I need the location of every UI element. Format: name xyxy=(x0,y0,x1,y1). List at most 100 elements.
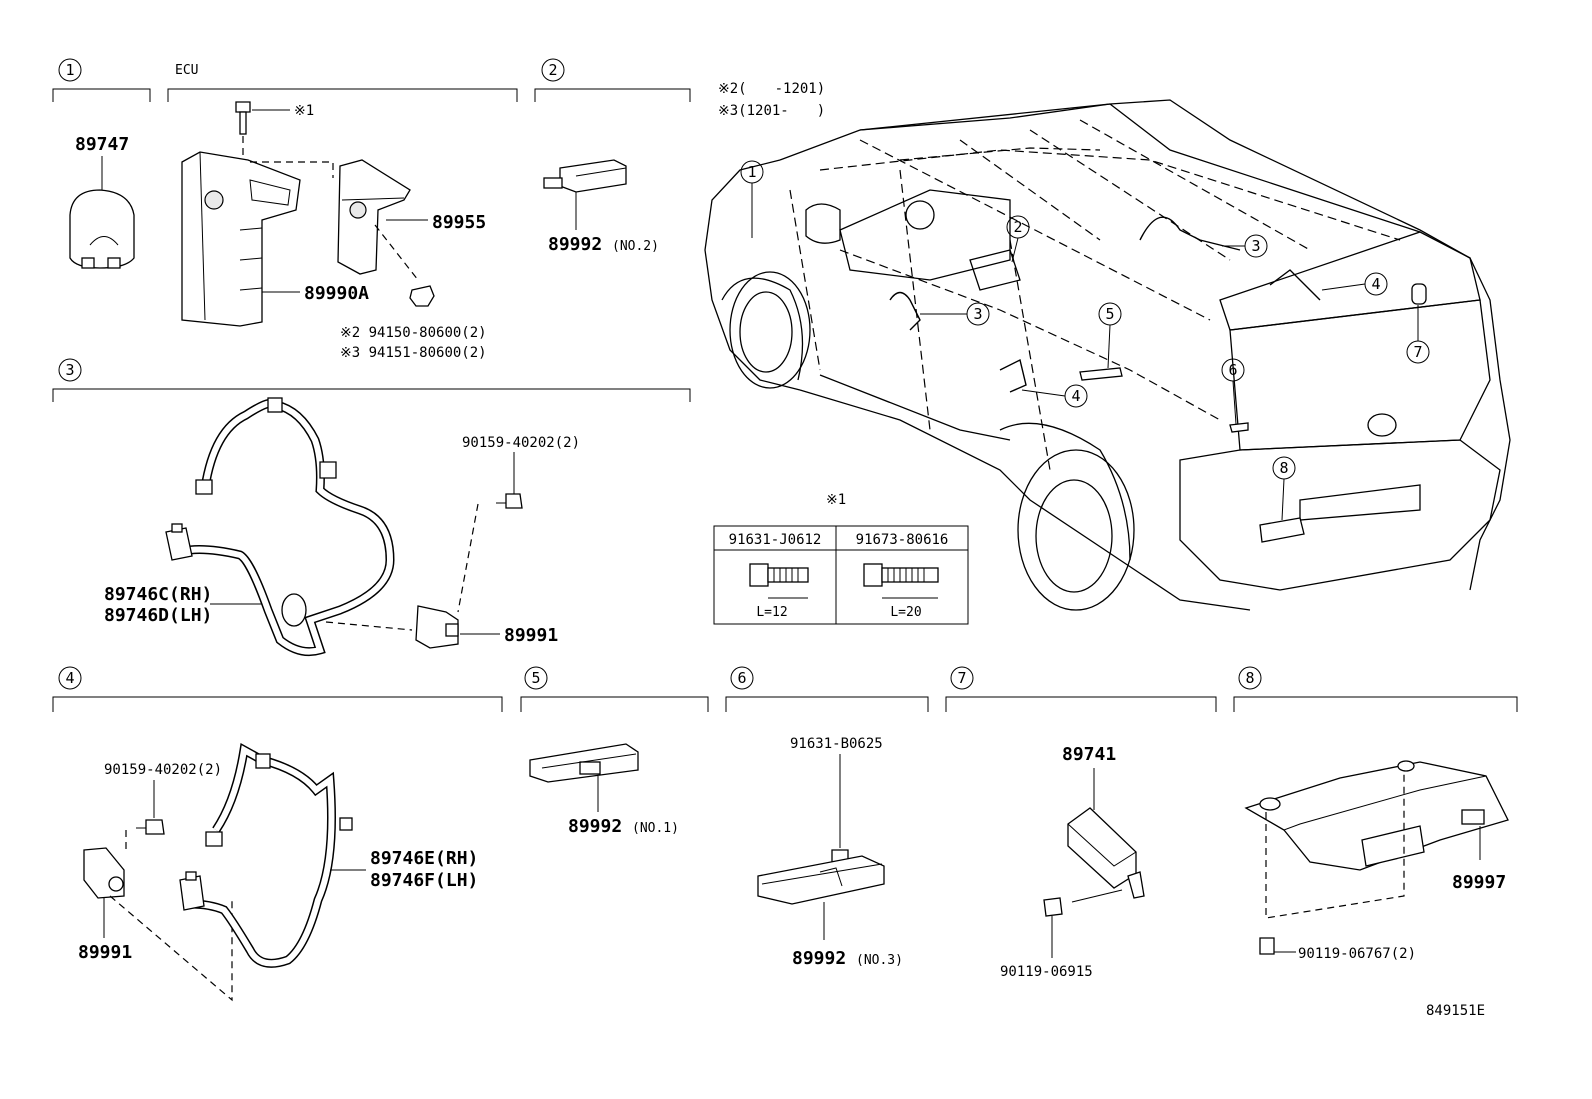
section-marker-7 xyxy=(950,666,974,690)
part-label-89747: 89747 xyxy=(75,134,129,155)
vehicle-callout-2: 2 xyxy=(1006,215,1030,263)
vehicle-callout-4a: 4 xyxy=(1321,272,1388,296)
svg-text:3: 3 xyxy=(973,305,982,323)
clip-drawing xyxy=(409,285,435,307)
bolt-l20-drawing xyxy=(863,563,939,599)
part-label-89990a: 89990A xyxy=(304,283,369,304)
bolt-table-part-1: 91631-J0612 xyxy=(729,532,822,548)
bolt-table-length-1: L=12 xyxy=(756,605,787,620)
part-label-89746f-lh: 89746F(LH) xyxy=(370,870,478,891)
section-number-5: 5 xyxy=(531,669,540,687)
section-8: 8 89997 90119-06767(2) xyxy=(1233,666,1518,962)
part-label-89741: 89741 xyxy=(1062,744,1116,765)
bolt-l12-drawing xyxy=(749,563,809,599)
section-number-2: 2 xyxy=(548,61,557,79)
bolt-table-mark: ※1 xyxy=(826,492,846,508)
svg-text:4: 4 xyxy=(1371,275,1380,293)
section-7: 7 89741 90119-06915 xyxy=(945,666,1217,980)
section-4: 4 90159-40202(2) 89991 89746E(RH) 89746F… xyxy=(52,666,503,1002)
part-label-89746c-rh: 89746C(RH) xyxy=(104,584,212,605)
part-label-89992-no2: 89992 xyxy=(548,234,602,255)
part-label-91631-b0625: 91631-B0625 xyxy=(790,736,883,752)
section-1: 1 89747 xyxy=(52,58,151,269)
section-number-4: 4 xyxy=(65,669,74,687)
part-variant-no1: (NO.1) xyxy=(632,821,679,836)
bolt-table: ※1 91631-J0612 91673-80616 L=12 L=20 xyxy=(713,492,969,625)
part-variant-no3: (NO.3) xyxy=(856,953,903,968)
section-marker-4 xyxy=(58,666,82,690)
part-variant-no2: (NO.2) xyxy=(612,239,659,254)
section-number-6: 6 xyxy=(737,669,746,687)
section-marker-6 xyxy=(730,666,754,690)
vehicle-callout-5: 5 xyxy=(1098,302,1122,369)
section-2: 2 89992 (NO.2) xyxy=(534,58,691,255)
vehicle-drawing: 1 2 3 3 4 4 5 xyxy=(704,99,1511,611)
bracket-89955-drawing xyxy=(337,159,411,275)
section-3: 3 89746C(RH) 89746D(LH) 90159-40202(2) xyxy=(52,358,691,657)
bolt-note-mark-1: ※1 xyxy=(294,103,314,119)
svg-text:3: 3 xyxy=(1251,237,1260,255)
screw-90119-06767-drawing xyxy=(1259,937,1275,955)
svg-text:2: 2 xyxy=(1013,218,1022,236)
vehicle-callout-3a: 3 xyxy=(1222,234,1268,258)
sensor-89991-a-drawing xyxy=(415,605,459,649)
screw-90119-06915-drawing xyxy=(1043,897,1063,917)
section-number-1: 1 xyxy=(65,61,74,79)
section-marker-5 xyxy=(524,666,548,690)
harness-89746ef-drawing xyxy=(179,742,353,968)
relay-89747-drawing xyxy=(69,189,135,269)
svg-text:6: 6 xyxy=(1228,361,1237,379)
svg-text:1: 1 xyxy=(747,163,756,181)
harness-89746cd-drawing xyxy=(165,397,395,657)
svg-text:5: 5 xyxy=(1105,305,1114,323)
sensor-89992-no3-drawing xyxy=(757,855,885,905)
part-label-89746e-rh: 89746E(RH) xyxy=(370,848,478,869)
part-label-90119-06915: 90119-06915 xyxy=(1000,964,1093,980)
sensor-89991-b-drawing xyxy=(83,847,125,899)
svg-text:4: 4 xyxy=(1071,387,1080,405)
part-label-89992-no3: 89992 xyxy=(792,948,846,969)
note-serial-3: ※3(1201- ) xyxy=(718,103,825,119)
part-label-89991-b: 89991 xyxy=(78,942,132,963)
note-serial-2: ※2( -1201) xyxy=(718,81,825,97)
ecu-89990a-drawing xyxy=(181,151,301,327)
vehicle-callout-7: 7 xyxy=(1406,305,1430,364)
section-ecu: ECU ※1 89955 899 xyxy=(167,63,518,361)
section-number-7: 7 xyxy=(957,669,966,687)
module-89741-drawing xyxy=(1067,807,1145,899)
section-marker-1 xyxy=(58,58,82,82)
figure-id: 849151E xyxy=(1426,1003,1485,1019)
section-number-8: 8 xyxy=(1245,669,1254,687)
sensor-89992-no2-drawing xyxy=(543,159,627,193)
section-marker-8 xyxy=(1238,666,1262,690)
vehicle-callout-3b: 3 xyxy=(920,302,990,326)
vehicle-callout-6: 6 xyxy=(1221,358,1245,425)
bolt-table-part-2: 91673-80616 xyxy=(856,532,949,548)
svg-text:7: 7 xyxy=(1413,343,1422,361)
bolt-drawing xyxy=(235,101,251,135)
part-label-89992-no1: 89992 xyxy=(568,816,622,837)
part-label-90119-06767: 90119-06767(2) xyxy=(1298,946,1416,962)
svg-text:8: 8 xyxy=(1279,459,1288,477)
sensor-89992-no1-drawing xyxy=(529,743,639,783)
part-label-89991-a: 89991 xyxy=(504,625,558,646)
bolt-table-length-2: L=20 xyxy=(890,605,921,620)
part-label-89997: 89997 xyxy=(1452,872,1506,893)
module-89997-drawing xyxy=(1244,760,1509,871)
vehicle-callout-4b: 4 xyxy=(1021,384,1088,408)
vehicle-callout-1: 1 xyxy=(740,160,764,238)
ecu-label: ECU xyxy=(175,63,198,78)
part-label-89746d-lh: 89746D(LH) xyxy=(104,605,212,626)
section-marker-3 xyxy=(58,358,82,382)
section-6: 6 91631-B0625 89992 (NO.3) xyxy=(725,666,929,969)
part-label-94151-80600: ※3 94151-80600(2) xyxy=(340,345,487,361)
section-marker-2 xyxy=(541,58,565,82)
screw-90159-b-drawing xyxy=(136,819,165,835)
screw-90159-a-drawing xyxy=(496,493,523,509)
part-label-90159-40202-a: 90159-40202(2) xyxy=(462,435,580,451)
part-label-89955: 89955 xyxy=(432,212,486,233)
section-number-3: 3 xyxy=(65,361,74,379)
part-label-90159-40202-b: 90159-40202(2) xyxy=(104,762,222,778)
part-label-94150-80600: ※2 94150-80600(2) xyxy=(340,325,487,341)
